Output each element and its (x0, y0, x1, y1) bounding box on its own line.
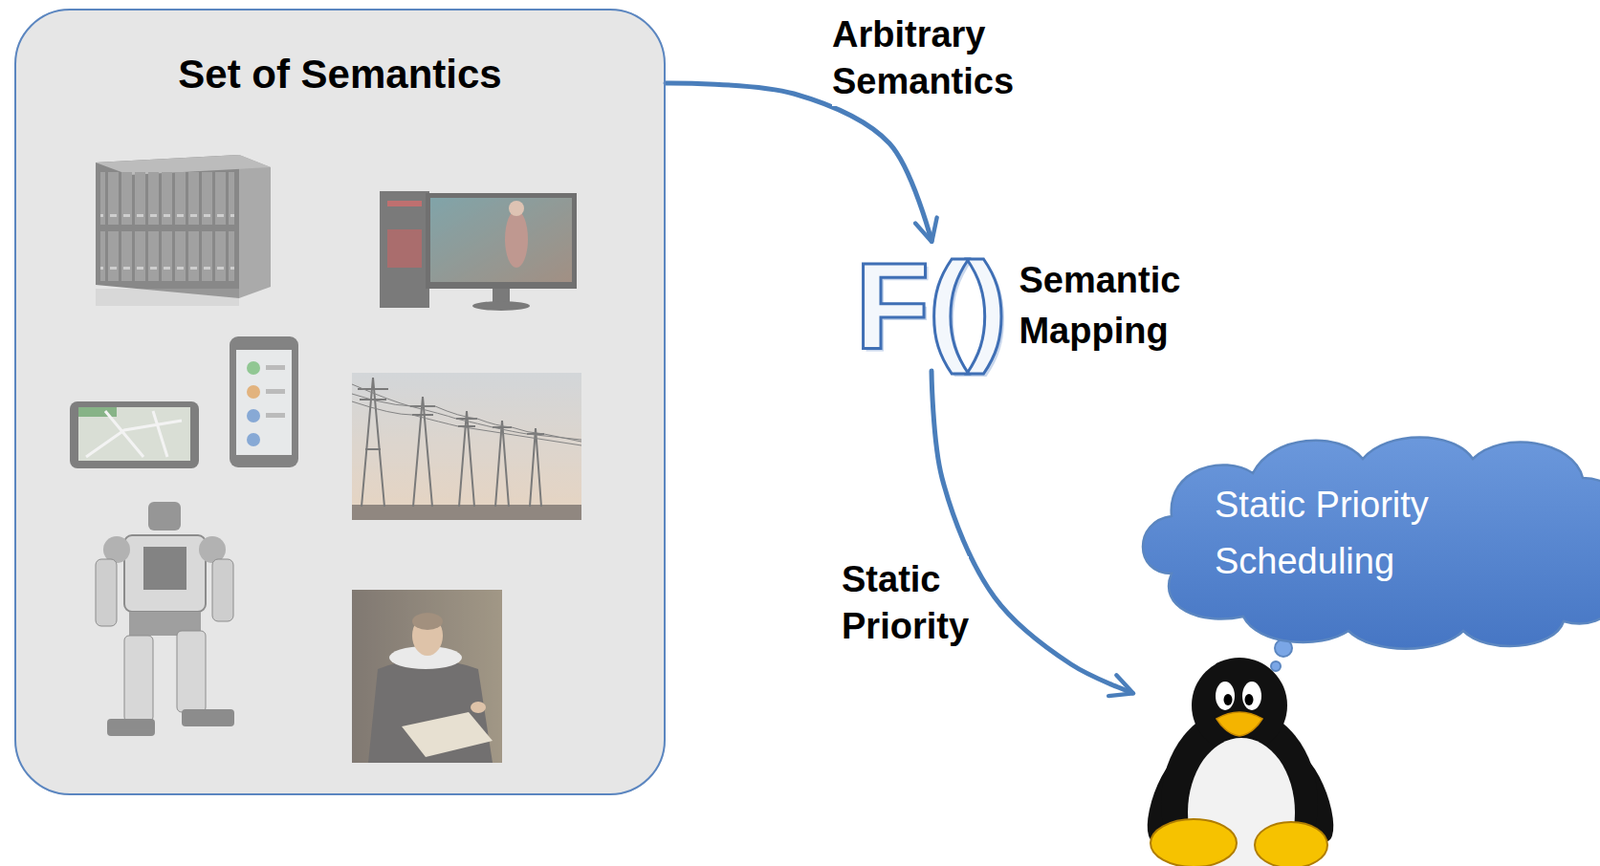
phone-picture-part (265, 389, 285, 395)
penguin-picture-part (1254, 822, 1328, 866)
semantic-pictures (69, 154, 582, 764)
phone-picture-part (236, 350, 292, 456)
function-symbol: F() (854, 244, 1006, 368)
phone-picture-part (246, 385, 261, 399)
gps-picture-part (78, 407, 191, 461)
penguin-picture-part (1216, 712, 1263, 737)
power-lines-picture-part (357, 377, 545, 507)
penguin-picture-part (1224, 694, 1233, 706)
phone-picture-part (265, 413, 285, 418)
gaming-pc-picture-part (492, 288, 510, 303)
gps-picture-part (78, 407, 117, 417)
robot-picture-part (107, 719, 155, 737)
phone-picture-part (229, 336, 299, 468)
penguin-picture-part (1150, 819, 1237, 866)
penguin-picture-part (1242, 681, 1262, 711)
panel-ground (14, 8, 666, 796)
penguin-picture-part (1245, 694, 1254, 706)
penguin-picture (1139, 657, 1343, 866)
robot-picture (95, 502, 235, 737)
robot-picture-part (176, 631, 206, 713)
power-lines-picture-part-part (459, 411, 475, 507)
arrow-label: Static Priority (841, 556, 969, 652)
server-picture-part (100, 172, 235, 225)
power-lines-picture-part-part (365, 448, 381, 451)
penguin-picture-part (1215, 681, 1235, 711)
power-lines-picture-part-part (351, 401, 582, 446)
power-lines-picture-part-part (351, 384, 582, 440)
painting-picture-part (412, 613, 443, 631)
painting-picture-part (368, 659, 493, 764)
robot-picture-part (124, 635, 154, 723)
gaming-pc-picture-part (504, 210, 528, 268)
phone-picture-part (246, 361, 261, 375)
robot-picture-part (212, 559, 234, 622)
server-picture-part (95, 154, 271, 176)
cloud-shape (1142, 438, 1600, 650)
power-lines-picture-part (351, 384, 582, 446)
painting-picture-part (351, 590, 503, 764)
thought-bubbles-part (1271, 661, 1281, 672)
gaming-pc-picture-part (425, 193, 577, 289)
panel-title: Set of Semantics (177, 50, 502, 99)
power-lines-picture-part-part (529, 428, 542, 507)
robot-picture-part (143, 547, 187, 591)
phone-picture (229, 336, 299, 468)
power-lines-picture-part-part (361, 377, 385, 507)
painting-picture-part (470, 701, 486, 714)
robot-picture-part (124, 535, 206, 613)
server-picture-part (95, 288, 240, 307)
server-picture-part (95, 154, 240, 299)
robot-picture-part (95, 559, 117, 627)
flow-arrow (665, 83, 932, 242)
gaming-pc-picture-part (430, 197, 572, 283)
robot-picture-part (181, 709, 235, 727)
painting-picture-part (401, 712, 493, 758)
server-picture-part (239, 154, 271, 299)
arrow-label: Arbitrary Semantics (832, 11, 1014, 107)
gps-picture (69, 401, 199, 469)
thought-cloud: Static Priority Scheduling (1132, 428, 1600, 866)
mapping-function: F()Semantic Mapping (851, 241, 1184, 372)
phone-picture-part (246, 433, 261, 447)
gps-picture-part (86, 411, 182, 458)
phone-picture-part (265, 365, 285, 371)
gaming-pc-picture (379, 191, 577, 311)
server-picture-part (100, 231, 235, 282)
power-lines-picture-part (351, 372, 582, 521)
semantics-panel: Set of Semantics (14, 8, 666, 796)
cloud-text: Static Priority Scheduling (1214, 477, 1464, 591)
power-lines-picture-part (351, 504, 582, 521)
gaming-pc-picture-part (472, 301, 530, 311)
gaming-pc-picture-part (387, 229, 422, 268)
gaming-pc-picture-part (379, 191, 430, 308)
power-lines-picture-part-part (413, 396, 433, 507)
robot-picture-part (148, 502, 181, 531)
gaming-pc-picture-part (387, 200, 422, 207)
gaming-pc-picture-part (508, 200, 525, 217)
painting-picture (351, 590, 503, 764)
power-lines-picture-part-part (351, 394, 582, 442)
power-lines-picture (351, 372, 582, 521)
server-picture (95, 154, 271, 307)
gps-picture-part (69, 401, 199, 469)
function-label: Semantic Mapping (1018, 255, 1181, 357)
phone-picture-part (246, 409, 261, 423)
thought-bubbles (1271, 639, 1293, 672)
